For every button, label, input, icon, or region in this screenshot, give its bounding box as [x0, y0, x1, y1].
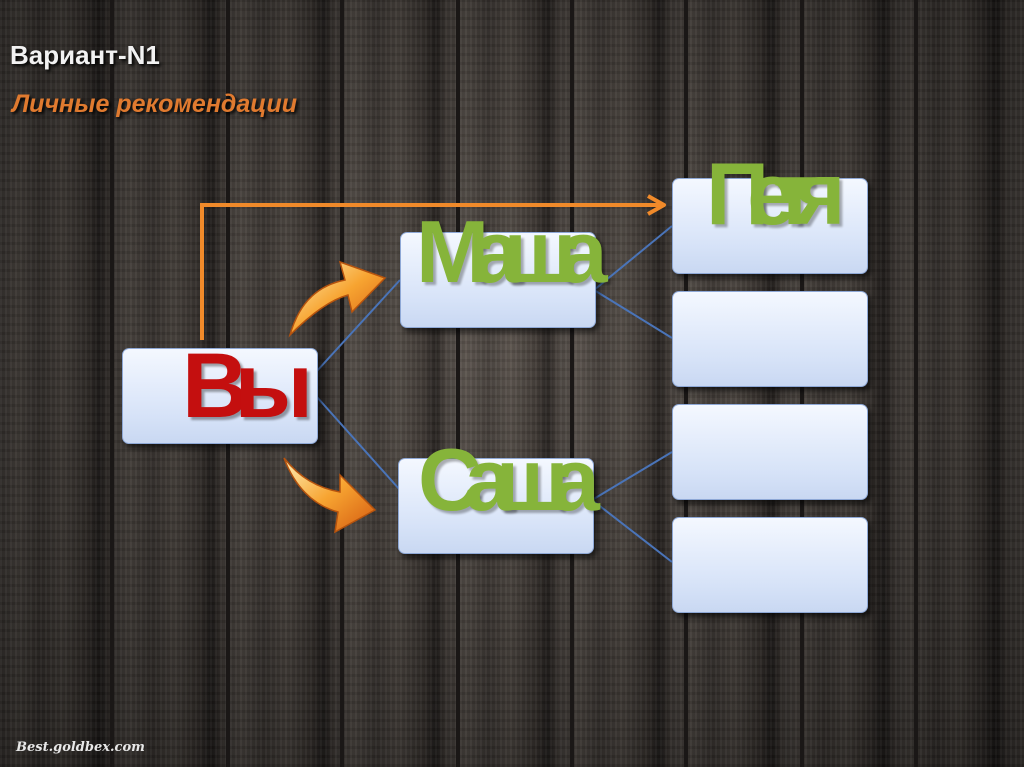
node-petya-label: Петя — [706, 144, 846, 243]
node-you-label: Вы — [182, 335, 313, 437]
plank-gap — [914, 0, 918, 767]
arrow-right-icon — [200, 194, 666, 340]
node-masha-box — [400, 232, 596, 328]
node-empty-box-2 — [672, 404, 868, 500]
connector-you-masha — [315, 279, 401, 373]
node-you-box — [122, 348, 318, 444]
connector-masha-petya — [593, 225, 673, 291]
node-empty-box-1 — [672, 291, 868, 387]
node-empty-box-3 — [672, 517, 868, 613]
connector-sasha-box4 — [591, 499, 673, 563]
node-petya-box — [672, 178, 868, 274]
node-masha-label: Маша — [416, 202, 608, 301]
curved-arrow-up-icon — [288, 260, 387, 338]
node-sasha-box — [398, 458, 594, 554]
slide-subtitle: Личные рекомендации — [12, 90, 297, 118]
plank-gap — [110, 0, 114, 767]
plank-gap — [456, 0, 460, 767]
watermark: Best.goldbex.com — [16, 740, 145, 755]
curved-arrow-down-icon — [283, 457, 377, 534]
connector-lines — [315, 225, 673, 563]
connector-sasha-box3 — [591, 451, 673, 501]
connector-masha-box2 — [593, 289, 673, 339]
connector-you-sasha — [315, 395, 401, 491]
plank-gap — [340, 0, 344, 767]
slide-title: Вариант-N1 — [10, 40, 160, 70]
plank-gap — [570, 0, 574, 767]
node-sasha-label: Саша — [418, 430, 600, 529]
